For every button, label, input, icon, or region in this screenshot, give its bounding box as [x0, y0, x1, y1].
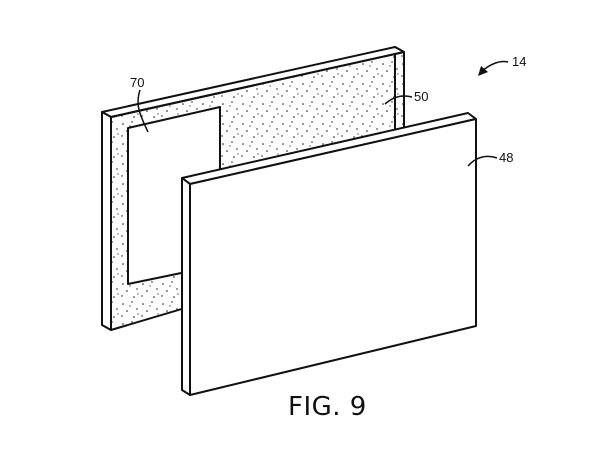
arrow-head-icon: [478, 66, 488, 76]
label-front-panel: 48: [499, 150, 513, 165]
figure-caption: FIG. 9: [288, 392, 367, 422]
leader-70: [137, 89, 149, 133]
label-back-panel: 50: [414, 89, 428, 104]
label-window: 70: [130, 75, 144, 90]
label-assembly: 14: [512, 54, 526, 69]
leader-48: [467, 155, 498, 167]
front-panel: [181, 112, 477, 396]
leader-50: [384, 95, 413, 105]
